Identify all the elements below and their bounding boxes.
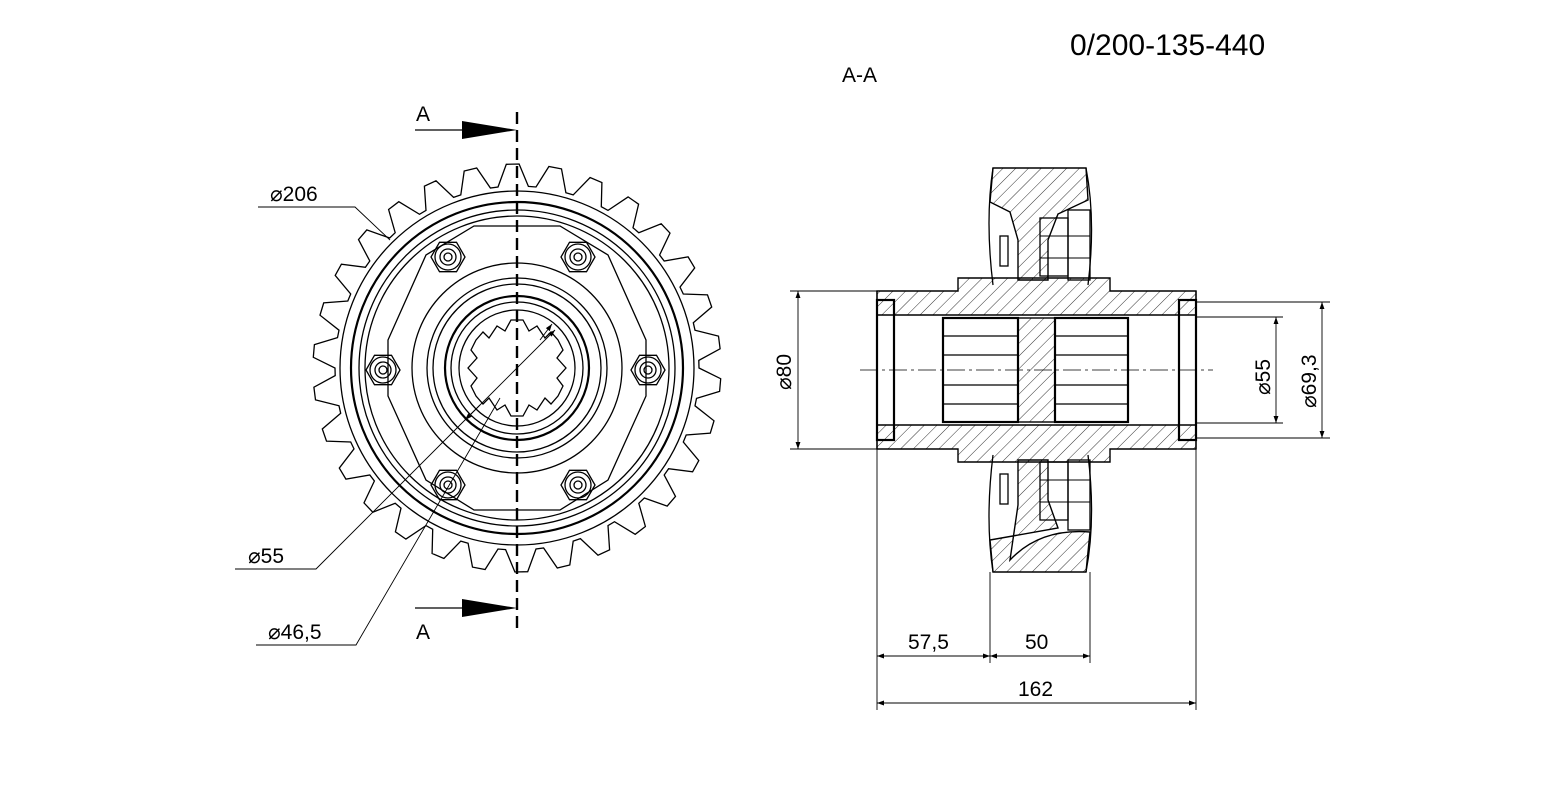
sprocket-section-top	[989, 167, 1089, 281]
spline-bore	[467, 319, 567, 417]
dim-spline-46-5: ⌀46,5	[268, 621, 322, 644]
section-view: ⌀80 ⌀55 ⌀69,3 57,5 50 162	[773, 167, 1330, 710]
section-mark-top: A	[416, 103, 430, 126]
hub-section-top	[876, 277, 1197, 316]
dim-right-55: ⌀55	[1252, 359, 1275, 395]
section-arrow-top	[462, 121, 517, 139]
bolt-head-5	[430, 469, 466, 501]
hub-section-bottom	[876, 424, 1197, 463]
bolt-head-2	[560, 241, 596, 273]
front-view: A A ⌀206 ⌀55 ⌀46,5	[235, 103, 722, 646]
leader-55	[235, 419, 466, 570]
part-number: 0/200-135-440	[1070, 29, 1265, 62]
dim-50: 50	[1025, 631, 1048, 654]
bolt-head-4	[630, 354, 666, 386]
bolt-head-1	[430, 241, 466, 273]
dim-left-80: ⌀80	[773, 354, 796, 390]
section-mark-bottom: A	[416, 621, 430, 644]
leader-46	[256, 397, 501, 646]
bolt-head-6	[560, 469, 596, 501]
bolt-head-3	[365, 354, 401, 386]
leader-206	[258, 206, 391, 241]
section-arrow-bottom	[462, 599, 517, 617]
dim-right-69-3: ⌀69,3	[1298, 354, 1321, 408]
section-title: A-A	[842, 64, 877, 87]
dim-bore-55: ⌀55	[248, 545, 284, 568]
flange-hexagon	[387, 225, 647, 511]
dim-162: 162	[1018, 678, 1053, 701]
bolt-heads	[365, 241, 666, 501]
dim-57-5: 57,5	[908, 631, 949, 654]
dim-outer-206: ⌀206	[270, 183, 318, 206]
